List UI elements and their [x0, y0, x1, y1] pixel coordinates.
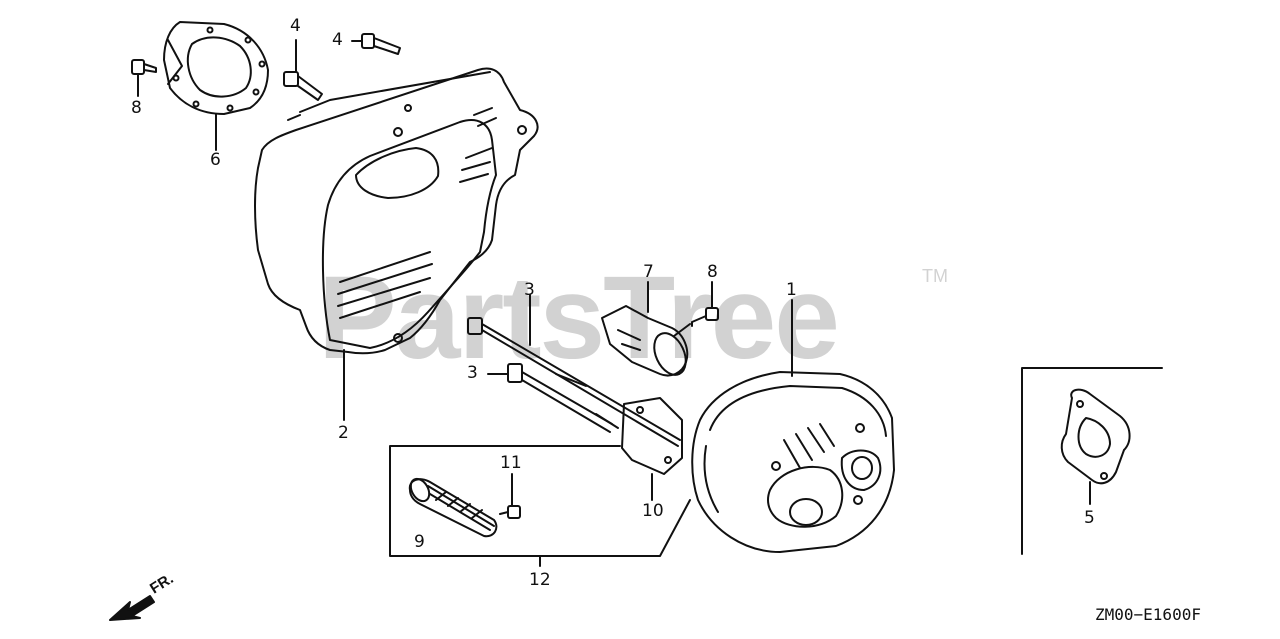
part-9-spark-arrester[interactable]	[407, 476, 498, 538]
callout-8a[interactable]: 8	[131, 98, 142, 118]
callout-9[interactable]: 9	[414, 532, 425, 552]
part-7-exhaust-pipe[interactable]	[601, 281, 692, 380]
part-3-stud-lower[interactable]	[487, 363, 619, 433]
part-3-stud-upper[interactable]	[467, 294, 681, 447]
trademark-mark: TM	[922, 266, 948, 286]
callout-4b[interactable]: 4	[332, 30, 343, 50]
part-11-screw[interactable]	[499, 473, 521, 519]
drawing-code: ZM00−E1600F	[1095, 605, 1201, 624]
callout-3b[interactable]: 3	[467, 363, 478, 383]
part-8-bolt-pipe[interactable]	[673, 281, 719, 337]
callout-4a[interactable]: 4	[290, 16, 301, 36]
callout-3a[interactable]: 3	[524, 280, 535, 300]
callout-10[interactable]: 10	[642, 501, 664, 521]
watermark: PartsTree	[318, 252, 840, 384]
part-5-gasket-panel[interactable]	[1021, 367, 1163, 555]
front-direction-arrow-icon	[109, 595, 155, 621]
part-12-assembly-bracket	[389, 445, 691, 567]
part-4-bolt-lower[interactable]	[283, 39, 323, 101]
callout-2[interactable]: 2	[338, 423, 349, 443]
callout-11[interactable]: 11	[500, 453, 522, 473]
part-4-bolt-upper[interactable]	[351, 33, 401, 55]
part-2-muffler-protector[interactable]	[254, 67, 539, 355]
callout-1[interactable]: 1	[786, 280, 797, 300]
part-10-gasket[interactable]	[621, 397, 683, 501]
callout-7[interactable]: 7	[643, 262, 654, 282]
part-1-muffler[interactable]	[691, 299, 895, 553]
part-8-bolt-left[interactable]	[131, 59, 157, 97]
part-6-exhaust-flange[interactable]	[163, 21, 269, 151]
callout-5[interactable]: 5	[1084, 508, 1095, 528]
callout-8b[interactable]: 8	[707, 262, 718, 282]
callout-12[interactable]: 12	[529, 570, 551, 590]
callout-6[interactable]: 6	[210, 150, 221, 170]
